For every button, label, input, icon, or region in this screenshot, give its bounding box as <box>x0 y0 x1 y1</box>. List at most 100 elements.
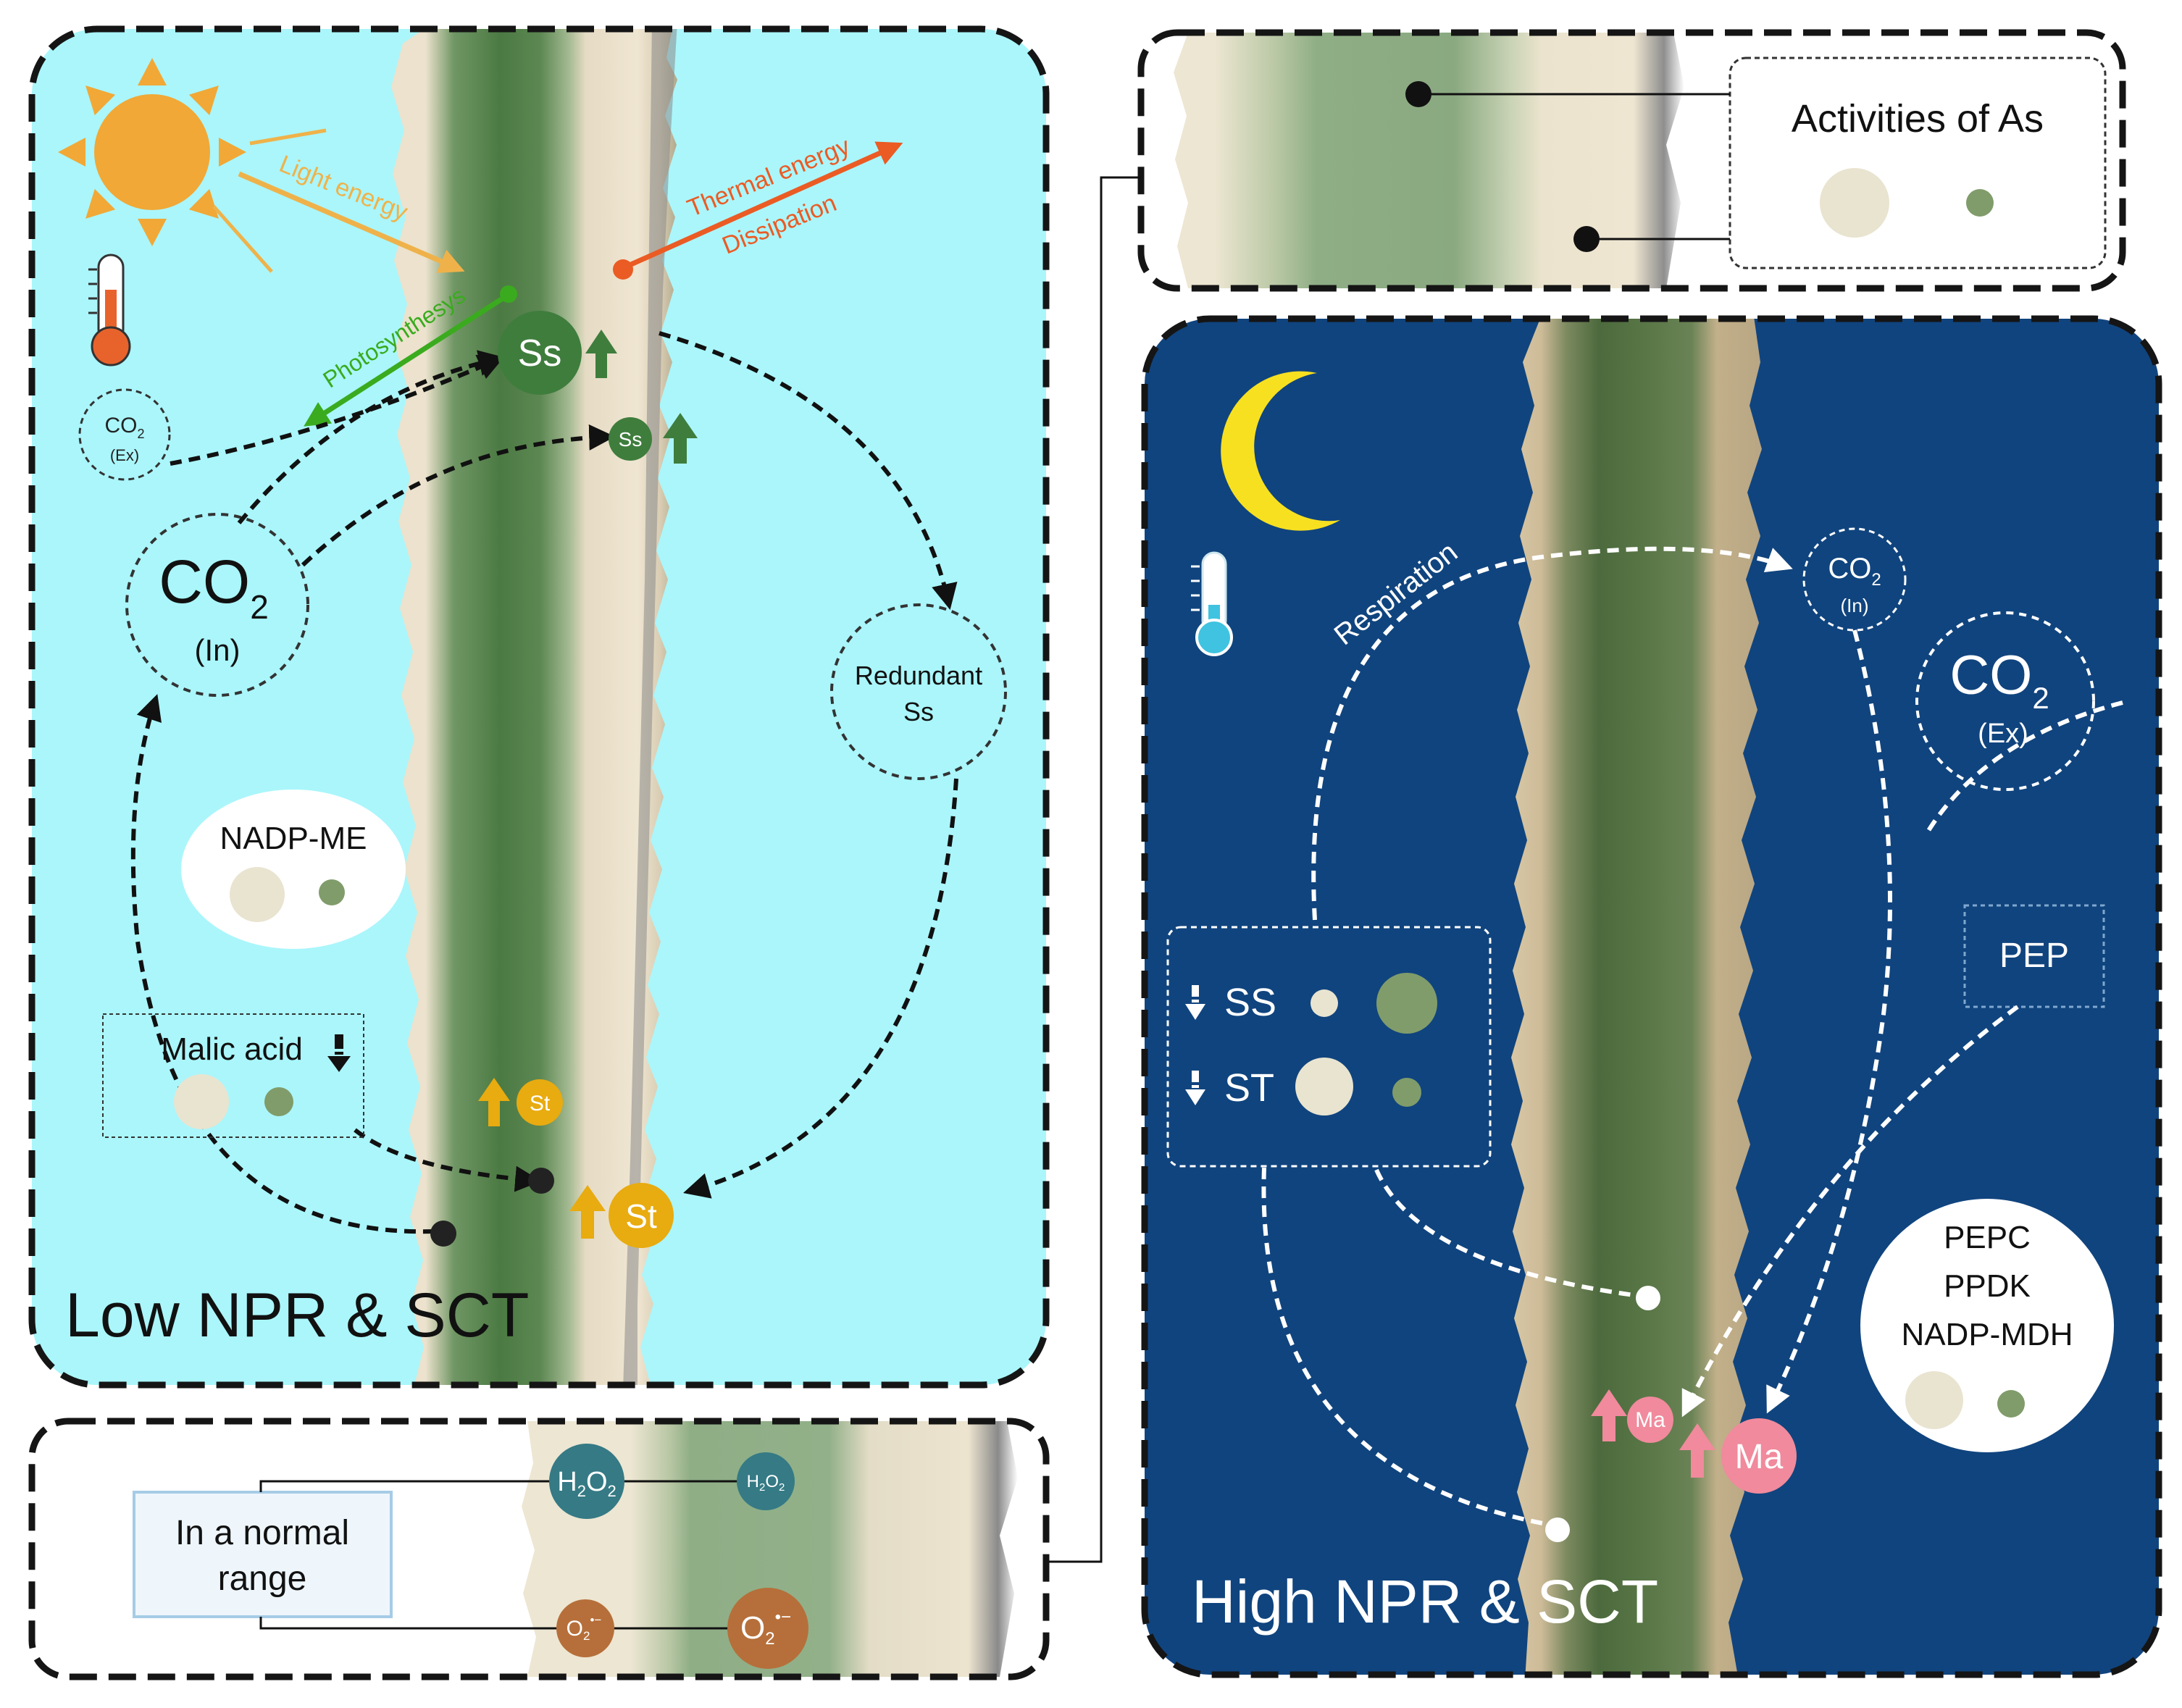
st-large-up-arrow <box>569 1185 606 1239</box>
as-pointer-dot-1 <box>1405 81 1431 107</box>
st-down-arrow <box>1185 1071 1205 1105</box>
normal-range-line-1: In a normal <box>175 1514 349 1552</box>
enzyme-pepc: PEPC <box>1944 1220 2031 1255</box>
st-small-marker <box>517 1079 563 1126</box>
sun-rays <box>212 128 327 273</box>
co2-in-sub: 2 <box>250 588 269 626</box>
malic-green-dot <box>264 1087 293 1116</box>
photosynthesis-arrow <box>304 293 509 427</box>
ss-large-marker <box>498 311 582 395</box>
st-label: ST <box>1224 1066 1274 1110</box>
enzyme-ellipse: PEPC PPDK NADP-MDH <box>1860 1199 2114 1452</box>
ss-cream-dot <box>1311 989 1338 1017</box>
svg-text:H2O2: H2O2 <box>747 1472 785 1494</box>
night-co2-in-main: CO <box>1828 553 1871 585</box>
co2-in-note: (In) <box>195 633 241 667</box>
malic-acid-label: Malic acid <box>161 1031 303 1067</box>
light-energy-arrow <box>238 171 465 273</box>
enzyme-green-dot <box>1997 1390 2025 1418</box>
thermometer-cold-icon <box>1191 551 1233 656</box>
o2-small-sub: 2 <box>583 1629 590 1643</box>
thermal-energy-arrow <box>622 141 903 271</box>
night-flow-arrows <box>1261 629 2123 1527</box>
h2o2-small-o: O <box>765 1472 779 1491</box>
night-white-dot-1 <box>1636 1286 1660 1310</box>
nadp-me-label: NADP-ME <box>220 821 367 856</box>
h2o2-connector <box>259 1480 587 1492</box>
ss-st-box: SS ST <box>1166 926 1492 1168</box>
o2-large-sub: 2 <box>765 1629 774 1649</box>
night-co2-in-sub: 2 <box>1871 570 1881 590</box>
st-small-label: St <box>530 1092 551 1115</box>
sun-icon <box>58 58 246 246</box>
svg-text:O2•−: O2•− <box>740 1607 791 1649</box>
as-activity-panel: Activities of As <box>1137 29 2126 292</box>
night-panel: Respiration CO2 (In) CO2 (Ex) PEP SS <box>1141 315 2162 1678</box>
ma-small-up-arrow <box>1591 1389 1627 1441</box>
connector-line <box>1046 176 1141 1563</box>
ma-large-up-arrow <box>1679 1423 1715 1478</box>
st-large-label: St <box>625 1197 657 1235</box>
svg-text:CO2: CO2 <box>1949 645 2049 715</box>
h2o2-small-sub1: 2 <box>759 1481 765 1494</box>
night-co2-ex-note: (Ex) <box>1978 719 2028 749</box>
svg-text:CO2: CO2 <box>104 414 144 441</box>
co2-in-node: CO2 (In) <box>125 513 309 697</box>
malic-cream-dot <box>174 1074 229 1129</box>
enzyme-nadp-mdh: NADP-MDH <box>1901 1317 2073 1352</box>
pep-box <box>1963 904 2105 1008</box>
enzyme-ppdk: PPDK <box>1944 1268 2031 1304</box>
o2-connector <box>259 1617 587 1630</box>
ss-green-dot <box>1376 973 1437 1034</box>
redundant-ss-node: Redundant Ss <box>830 603 1007 780</box>
nadp-me-node: NADP-ME <box>181 790 406 949</box>
thermal-origin-dot <box>613 259 633 280</box>
redundant-label-1: Redundant <box>855 661 982 690</box>
night-co2-ex-node: CO2 (Ex) <box>1915 611 2095 791</box>
normal-range-box <box>133 1491 393 1618</box>
st-cream-dot <box>1295 1058 1353 1115</box>
co2-ex-note: (Ex) <box>110 446 139 464</box>
ma-small-marker <box>1627 1397 1673 1443</box>
o2-small-o: O <box>567 1617 583 1641</box>
ros-panel-border <box>28 1418 1050 1680</box>
day-flow-arrows <box>130 331 958 1234</box>
ma-small-label: Ma <box>1635 1408 1665 1432</box>
o2-large-o: O <box>740 1610 765 1646</box>
st-green-dot <box>1392 1078 1421 1107</box>
top-leaf-strip <box>1174 33 1684 288</box>
as-legend-cream-dot <box>1820 168 1889 238</box>
night-co2-ex-main: CO <box>1949 645 2032 706</box>
malic-acid-down-arrow <box>327 1034 351 1072</box>
h2o2-large-sub2: 2 <box>608 1482 616 1500</box>
enzyme-cream-dot <box>1905 1371 1963 1429</box>
respiration-arrow <box>1311 546 1793 921</box>
st-small-up-arrow <box>478 1078 510 1126</box>
top-panel-border <box>1137 29 2126 292</box>
svg-text:CO2: CO2 <box>1828 553 1881 590</box>
h2o2-small-h: H <box>747 1472 759 1491</box>
night-panel-label: High NPR & SCT <box>1192 1567 1658 1636</box>
night-co2-in-node: CO2 (In) <box>1802 527 1907 632</box>
nadp-me-green-dot <box>319 879 345 905</box>
st-large-marker <box>609 1183 674 1248</box>
co2-ex-node: CO2 (Ex) <box>78 388 171 481</box>
bottom-leaf-strip <box>522 1421 1018 1677</box>
night-co2-ex-sub: 2 <box>2032 681 2049 715</box>
h2o2-large-h: H <box>557 1467 577 1497</box>
svg-text:H2O2: H2O2 <box>557 1467 616 1500</box>
st-small-target-dot <box>528 1168 554 1194</box>
pep-label: PEP <box>1999 937 2069 975</box>
malic-acid-node: Malic acid <box>102 1013 364 1138</box>
h2o2-small-sub2: 2 <box>779 1481 785 1494</box>
svg-text:CO2: CO2 <box>159 548 269 626</box>
h2o2-large-marker <box>549 1444 624 1519</box>
st-large-target-dot <box>430 1221 456 1247</box>
night-co2-in-note: (In) <box>1841 595 1869 616</box>
normal-range-line-2: range <box>218 1560 307 1598</box>
h2o2-large-sub1: 2 <box>577 1482 586 1500</box>
ss-small-up-arrow <box>663 413 698 464</box>
night-white-dot-2 <box>1545 1517 1570 1542</box>
ma-large-label: Ma <box>1735 1438 1784 1476</box>
